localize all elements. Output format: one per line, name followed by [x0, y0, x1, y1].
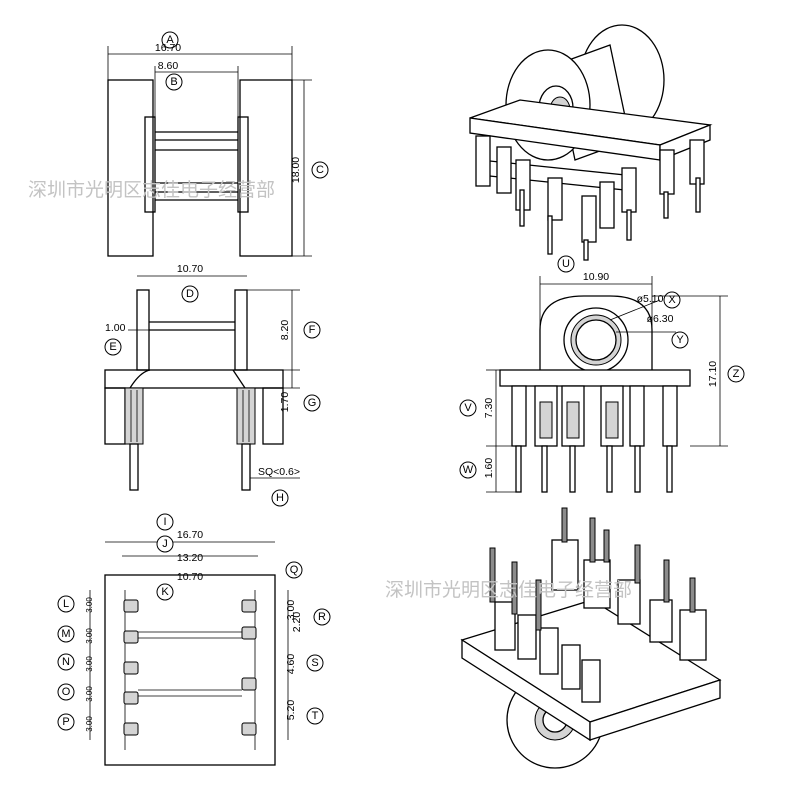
dim-letter-p: P	[62, 716, 69, 728]
dim-letter-x: X	[668, 294, 676, 306]
dim-letter-v: V	[464, 402, 472, 414]
dim-letter-i: I	[163, 516, 166, 528]
dim-value-w: 1.60	[483, 458, 495, 479]
front-pin-bodies	[511, 385, 678, 447]
bottom-view: I 16.70 J 13.20 10.70 K 3.00 L 3.00 M 3.…	[57, 513, 331, 766]
isometric-pin-leads	[519, 177, 701, 261]
dim-value-e: 1.00	[105, 322, 126, 334]
dim-letter-r: R	[318, 611, 326, 623]
dim-callout-e	[104, 338, 122, 356]
dim-callout-k	[156, 583, 174, 601]
dim-callout-v	[459, 399, 477, 417]
dim-callout-y	[671, 331, 689, 349]
dim-callout-w	[459, 461, 477, 479]
dim-callout-n	[57, 653, 75, 671]
dim-callout-o	[57, 683, 75, 701]
dim-value-q: 3.00	[285, 600, 297, 621]
dim-letter-n: N	[62, 656, 70, 668]
dim-callout-f	[303, 321, 321, 339]
dim-callout-d	[181, 285, 199, 303]
dim-callout-i	[156, 513, 174, 531]
dim-value-d: 10.70	[177, 263, 203, 275]
dim-value-l: 3.00	[85, 597, 94, 613]
dim-letter-a: A	[166, 34, 174, 46]
dim-callout-g	[303, 394, 321, 412]
watermark-text-2: 深圳市光明区志佳电子经营部	[385, 579, 632, 601]
dim-letter-z: Z	[733, 368, 740, 380]
dim-letter-u: U	[562, 258, 570, 270]
dim-letter-s: S	[311, 657, 318, 669]
dim-value-k: 10.70	[177, 571, 203, 583]
left-pin-pads	[123, 599, 139, 736]
dim-letter-f: F	[309, 324, 316, 336]
dim-value-z: 17.10	[707, 361, 719, 387]
dim-value-g: 1.70	[279, 392, 291, 413]
front-pin-leads	[515, 445, 673, 493]
dim-value-f: 8.20	[279, 320, 291, 341]
dim-value-v: 7.30	[483, 398, 495, 419]
dim-value-u: 10.90	[583, 271, 609, 283]
watermark-text: 深圳市光明区志佳电子经营部	[28, 179, 275, 201]
dim-letter-t: T	[312, 710, 319, 722]
dim-callout-j	[156, 535, 174, 553]
dim-letter-o: O	[62, 686, 71, 698]
dim-letter-y: Y	[676, 334, 684, 346]
dim-letter-d: D	[186, 288, 194, 300]
dim-letter-b: B	[170, 76, 177, 88]
dim-letter-k: K	[161, 586, 169, 598]
dim-callout-t	[306, 707, 324, 725]
dim-callout-h	[271, 489, 289, 507]
dim-callout-m	[57, 625, 75, 643]
dim-value-b: 8.60	[158, 60, 179, 72]
dim-value-s: 4.60	[285, 654, 297, 675]
dim-value-x: ø5.10	[637, 293, 664, 305]
dim-value-m: 3.00	[85, 628, 94, 644]
dim-value-c: 18.00	[290, 157, 302, 183]
dim-callout-c	[311, 161, 329, 179]
dim-letter-h: H	[276, 492, 284, 504]
dim-callout-b	[165, 73, 183, 91]
dim-callout-u	[557, 255, 575, 273]
isometric-bottom-pin-leads	[489, 507, 696, 631]
dim-callout-q	[285, 561, 303, 579]
dim-letter-j: J	[162, 538, 168, 550]
dim-value-p: 3.00	[85, 716, 94, 732]
dim-letter-e: E	[109, 341, 116, 353]
dim-letter-q: Q	[290, 564, 299, 576]
dim-value-t: 5.20	[285, 700, 297, 721]
dim-value-r: 2.20	[291, 612, 303, 633]
dim-value-n: 3.00	[85, 656, 94, 672]
isometric-pins	[475, 135, 705, 243]
isometric-bottom-pin-bodies	[494, 539, 707, 703]
dim-letter-c: C	[316, 164, 324, 176]
dim-letter-m: M	[61, 628, 70, 640]
dim-value-j: 13.20	[177, 552, 203, 564]
dim-callout-l	[57, 595, 75, 613]
dim-value-i: 16.70	[177, 529, 203, 541]
dim-callout-a	[161, 31, 179, 49]
top-view: A 16.70 B 8.60 18.00 C	[107, 31, 329, 257]
right-pin-pads	[241, 599, 257, 736]
side-view: 10.70 D 1.00 E 8.20 F 1.70 G SQ<0.6> H	[104, 263, 321, 507]
dim-value-o: 3.00	[85, 686, 94, 702]
dim-value-a: 16.70	[155, 42, 181, 54]
dim-letter-g: G	[308, 397, 317, 409]
dim-value-y: ø6.30	[647, 313, 674, 325]
dim-value-h: SQ<0.6>	[258, 466, 300, 478]
dim-callout-z	[727, 365, 745, 383]
front-view: 10.90 U ø5.10 X ø6.30 Y 17.10 Z 7.30 V 1…	[459, 255, 745, 493]
dim-callout-r	[313, 608, 331, 626]
dim-letter-w: W	[463, 464, 474, 476]
isometric-view-bottom	[460, 507, 722, 769]
dim-letter-l: L	[63, 598, 69, 610]
dim-callout-s	[306, 654, 324, 672]
isometric-view-top	[469, 24, 713, 261]
dim-callout-p	[57, 713, 75, 731]
